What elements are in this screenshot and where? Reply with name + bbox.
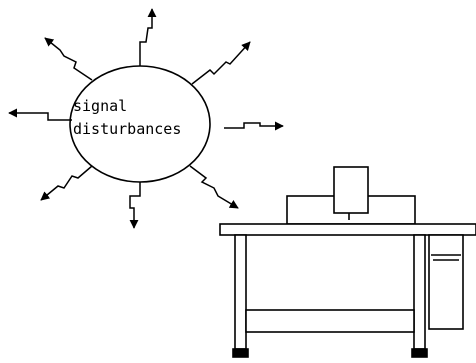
zigzag-arrow-icon-right [224,121,284,131]
ellipse-label-line1: signal [73,97,127,115]
zigzag-arrow-icon-top-left [44,37,93,81]
zigzag-arrow-icon-bottom-right [189,165,239,209]
sewing-machine-table [219,166,476,358]
ellipse-label-line2: disturbances [73,120,181,138]
zigzag-arrow-icon-bottom [129,182,141,229]
zigzag-arrow-icon-left [8,108,72,121]
zigzag-arrow-icon-top [139,8,157,66]
zigzag-arrow-icon-bottom-left [40,165,93,201]
zigzag-arrow-icon-top-right [191,41,251,85]
